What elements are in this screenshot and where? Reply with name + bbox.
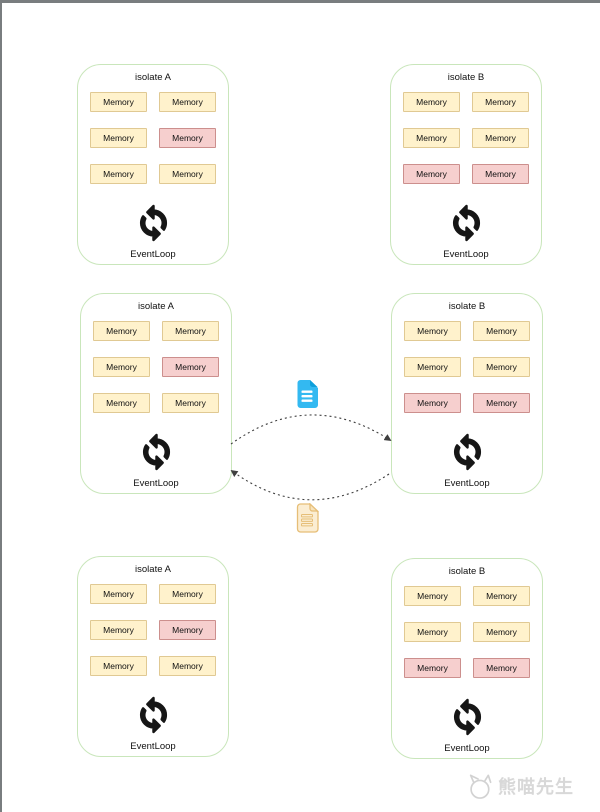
memory-block: Memory <box>472 128 529 148</box>
memory-block: Memory <box>162 357 219 377</box>
isolate-title: isolate B <box>448 566 486 577</box>
watermark: 熊喵先生 <box>466 772 574 800</box>
arrow-b-to-a <box>230 469 390 501</box>
isolate-title: isolate A <box>135 564 171 575</box>
memory-grid: Memory Memory Memory Memory Memory Memor… <box>404 586 530 678</box>
memory-block: Memory <box>90 92 147 112</box>
memory-block: Memory <box>159 620 216 640</box>
eventloop-label: EventLoop <box>133 478 179 489</box>
isolate-card-bottom-left: isolate A Memory Memory Memory Memory Me… <box>77 556 229 757</box>
cat-logo-icon <box>466 772 492 800</box>
isolate-title: isolate A <box>135 72 171 83</box>
memory-block: Memory <box>93 321 150 341</box>
memory-block: Memory <box>473 658 530 678</box>
isolate-title: isolate B <box>447 72 485 83</box>
memory-block: Memory <box>162 321 219 341</box>
memory-block: Memory <box>90 164 147 184</box>
eventloop-icon <box>135 204 172 242</box>
memory-block: Memory <box>404 586 461 606</box>
message-document-icon <box>295 502 320 533</box>
isolate-card-bottom-right: isolate B Memory Memory Memory Memory Me… <box>391 558 543 759</box>
eventloop-icon <box>449 698 486 736</box>
memory-grid: Memory Memory Memory Memory Memory Memor… <box>93 321 219 413</box>
memory-block: Memory <box>404 321 461 341</box>
eventloop-label: EventLoop <box>444 743 490 754</box>
isolate-title: isolate A <box>138 301 174 312</box>
memory-block: Memory <box>159 584 216 604</box>
memory-block: Memory <box>404 622 461 642</box>
memory-block: Memory <box>404 658 461 678</box>
memory-grid: Memory Memory Memory Memory Memory Memor… <box>90 92 216 184</box>
memory-block: Memory <box>473 393 530 413</box>
memory-block: Memory <box>93 357 150 377</box>
memory-block: Memory <box>473 586 530 606</box>
isolate-card-mid-right: isolate B Memory Memory Memory Memory Me… <box>391 293 543 494</box>
memory-block: Memory <box>403 164 460 184</box>
watermark-text: 熊喵先生 <box>498 777 574 797</box>
isolate-card-mid-left: isolate A Memory Memory Memory Memory Me… <box>80 293 232 494</box>
eventloop-icon <box>138 433 175 471</box>
memory-block: Memory <box>473 357 530 377</box>
memory-block: Memory <box>90 128 147 148</box>
eventloop-icon <box>449 433 486 471</box>
eventloop-label: EventLoop <box>444 478 490 489</box>
memory-block: Memory <box>472 164 529 184</box>
memory-block: Memory <box>162 393 219 413</box>
memory-block: Memory <box>403 128 460 148</box>
memory-block: Memory <box>472 92 529 112</box>
memory-block: Memory <box>404 357 461 377</box>
memory-block: Memory <box>90 584 147 604</box>
memory-block: Memory <box>159 92 216 112</box>
memory-block: Memory <box>159 656 216 676</box>
message-document-icon <box>295 379 319 409</box>
memory-block: Memory <box>404 393 461 413</box>
memory-block: Memory <box>90 656 147 676</box>
eventloop-label: EventLoop <box>130 249 176 260</box>
memory-block: Memory <box>159 164 216 184</box>
memory-grid: Memory Memory Memory Memory Memory Memor… <box>403 92 529 184</box>
memory-block: Memory <box>93 393 150 413</box>
eventloop-label: EventLoop <box>130 741 176 752</box>
memory-block: Memory <box>90 620 147 640</box>
eventloop-label: EventLoop <box>443 249 489 260</box>
isolate-title: isolate B <box>448 301 486 312</box>
memory-grid: Memory Memory Memory Memory Memory Memor… <box>404 321 530 413</box>
arrow-a-to-b <box>230 414 392 445</box>
eventloop-icon <box>448 204 485 242</box>
memory-block: Memory <box>159 128 216 148</box>
memory-block: Memory <box>403 92 460 112</box>
isolate-card-top-left: isolate A Memory Memory Memory Memory Me… <box>77 64 229 377</box>
eventloop-icon <box>135 696 172 734</box>
memory-block: Memory <box>473 622 530 642</box>
memory-grid: Memory Memory Memory Memory Memory Memor… <box>90 584 216 676</box>
memory-block: Memory <box>473 321 530 341</box>
isolate-card-top-right: isolate B Memory Memory Memory Memory Me… <box>390 64 542 378</box>
